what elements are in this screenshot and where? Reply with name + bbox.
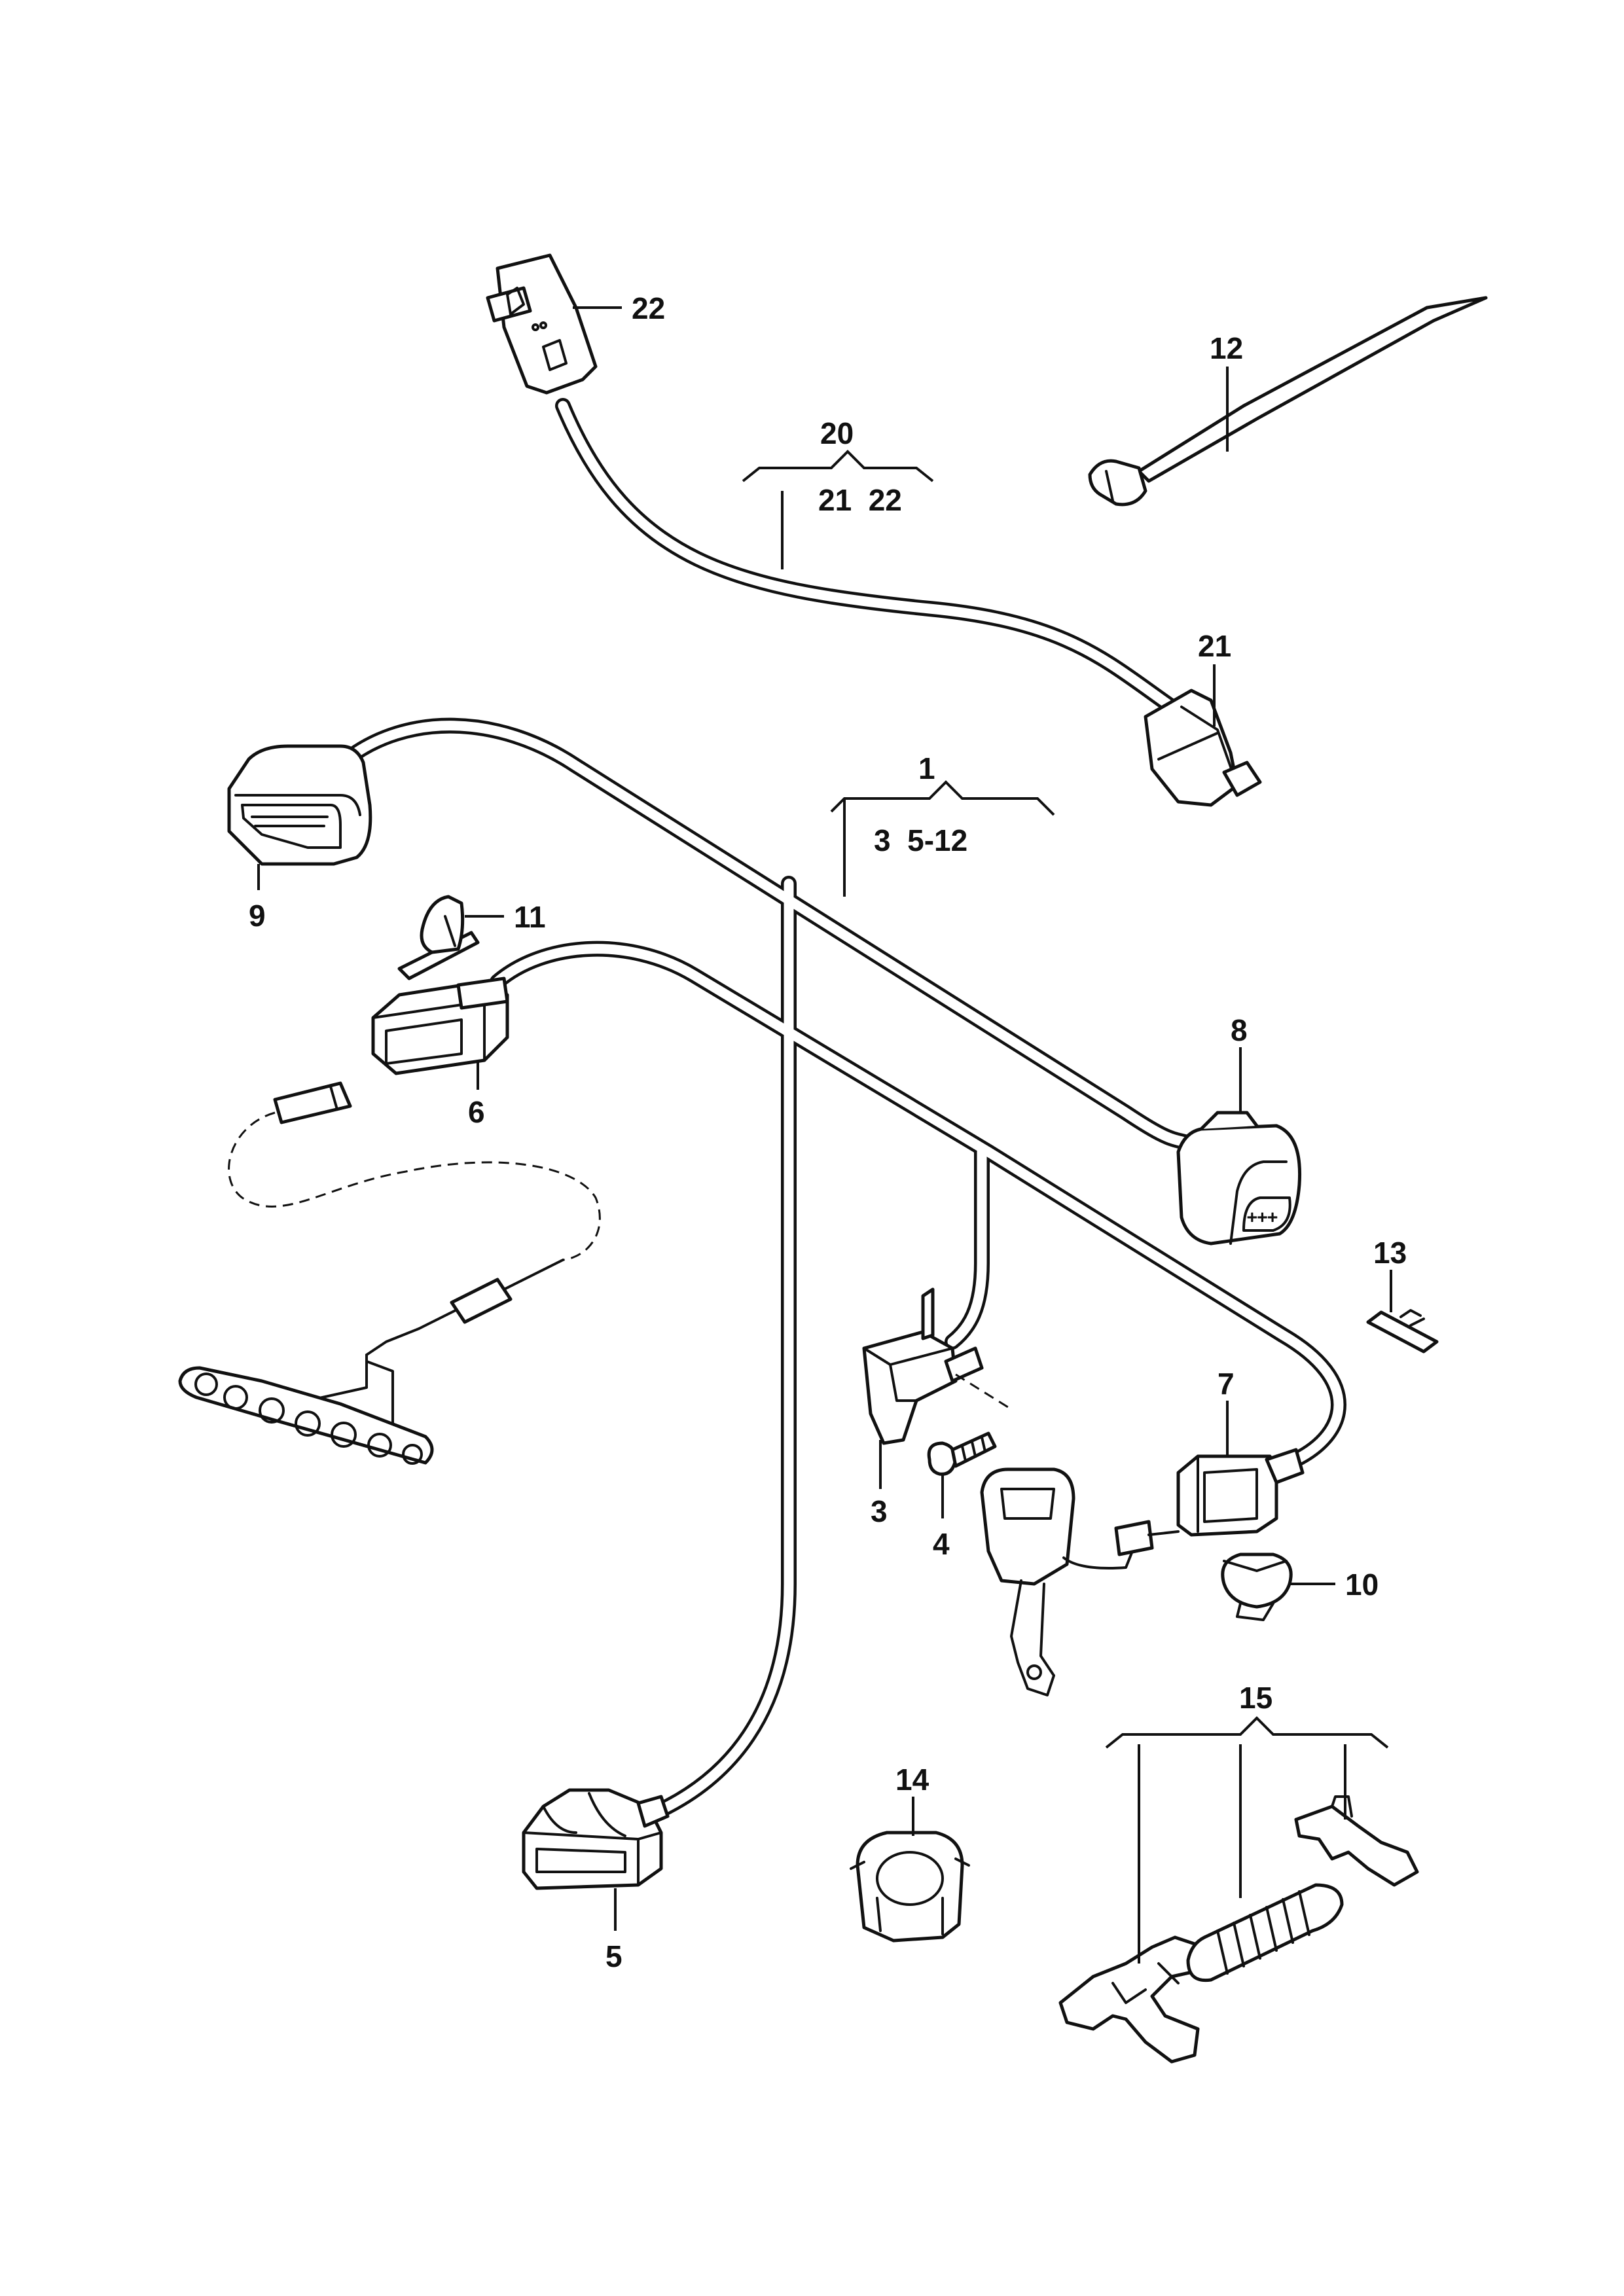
connector-5 — [522, 1788, 670, 1890]
callout-15: 15 — [1239, 1681, 1272, 1715]
clip-10 — [1221, 1552, 1293, 1621]
connector-21 — [1144, 689, 1262, 807]
callout-14: 14 — [895, 1763, 929, 1797]
callout-3: 3 — [871, 1494, 888, 1528]
main-harness-wires — [339, 717, 1346, 1821]
cable-tie-12 — [1088, 296, 1488, 507]
connector-8: +++ — [1176, 1111, 1302, 1246]
callout-6: 6 — [468, 1095, 485, 1129]
callout-5: 5 — [605, 1939, 623, 1973]
callout-13: 13 — [1373, 1236, 1407, 1270]
callout-9: 9 — [249, 899, 266, 933]
callout-4: 4 — [933, 1527, 950, 1561]
connector-6 — [371, 977, 509, 1075]
callout-10: 10 — [1345, 1568, 1379, 1602]
bracket-3 — [862, 1287, 1009, 1445]
callout-1-sub: 3 5-12 — [874, 823, 967, 857]
callout-labels: 1 3 5-12 3 4 5 6 7 8 9 10 11 12 13 14 15… — [249, 291, 1407, 1973]
callout-22: 22 — [632, 291, 665, 325]
callout-20-sub: 21 22 — [818, 483, 902, 517]
buckle-pigtail — [980, 1467, 1180, 1696]
callout-11: 11 — [514, 900, 546, 934]
part-15-group — [1058, 1795, 1419, 2064]
callout-1: 1 — [918, 751, 935, 785]
callout-7: 7 — [1218, 1367, 1235, 1401]
callout-20: 20 — [820, 416, 854, 450]
seat-sensor-mat — [178, 1081, 601, 1465]
connector-7 — [1176, 1448, 1305, 1537]
screw-4 — [927, 1431, 997, 1476]
callout-12: 12 — [1210, 331, 1243, 365]
connector-13 — [1366, 1309, 1439, 1354]
clamp-14 — [850, 1831, 970, 1943]
clip-11 — [397, 895, 480, 980]
leader-lines — [257, 306, 1392, 1964]
connector-22 — [486, 253, 598, 395]
connector-9 — [227, 744, 372, 866]
callout-21: 21 — [1198, 629, 1231, 663]
callout-8: 8 — [1231, 1013, 1248, 1047]
harness-20-wire — [555, 398, 1180, 715]
svg-text:+++: +++ — [1247, 1208, 1278, 1227]
